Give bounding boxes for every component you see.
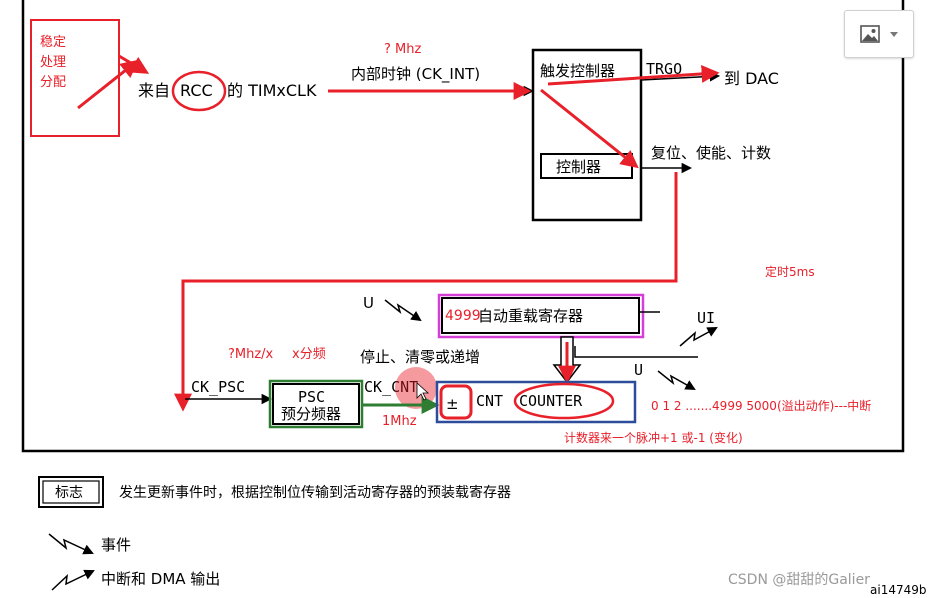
legend-interrupt-icon — [51, 569, 95, 591]
doc-id-label: ai14749b — [870, 583, 926, 597]
timer-5ms-label: 定时5ms — [765, 264, 815, 279]
counter-circle — [513, 382, 615, 420]
psc-label: PSC — [298, 388, 325, 406]
stop-clear-label: 停止、清零或递增 — [360, 348, 480, 366]
from-rcc-text-1: 来自 — [138, 81, 170, 100]
legend-flag-label: 标志 — [55, 485, 83, 501]
trigger-to-controller-arrow — [540, 88, 639, 169]
interrupt-icon-1 — [679, 326, 718, 347]
u-event-label-1: U — [363, 294, 374, 312]
rcc-circle — [171, 70, 227, 112]
legend-flag-inner — [42, 480, 100, 504]
psc-box — [272, 383, 360, 425]
controller-label: 控制器 — [556, 158, 601, 176]
cursor-highlight — [395, 367, 437, 409]
auto-reload-box — [441, 297, 640, 334]
counter-outer — [435, 380, 637, 424]
trigger-controller-label: 触发控制器 — [540, 62, 615, 80]
rcc-label: RCC — [180, 81, 213, 100]
prescaler-label: 预分频器 — [281, 405, 341, 423]
legend-flag-desc: 发生更新事件时，根据控制位传输到活动寄存器的预装载寄存器 — [119, 484, 511, 501]
legend-flag-box — [38, 476, 104, 508]
legend-event-label: 事件 — [101, 536, 131, 554]
image-toolbar[interactable] — [844, 10, 914, 58]
legend-event-icon — [48, 533, 94, 555]
counter-pulse-label: 计数器来一个脉冲+1 或-1 (变化) — [564, 430, 743, 445]
trgo-label: TRGO — [646, 60, 682, 78]
chevron-down-icon[interactable] — [890, 31, 898, 37]
u-event-label-2: U — [634, 361, 643, 379]
cursor-pointer-icon — [416, 382, 430, 401]
csdn-watermark: CSDN @甜甜的Galier — [728, 572, 870, 588]
stabilize-line-2: 处理 — [40, 55, 66, 70]
trgo-red-arrow — [547, 64, 720, 86]
diagram-frame — [21, 0, 905, 453]
auto-reload-outer — [437, 293, 645, 339]
x-div-label: x分频 — [292, 347, 326, 362]
controller-box — [540, 153, 633, 179]
plus-minus-label: ± — [446, 395, 459, 413]
stabilize-box — [30, 19, 120, 137]
counter-sequence-label: 0 1 2 .......4999 5000(溢出动作)---中断 — [651, 398, 871, 413]
mhz1-label: 1Mhz — [382, 414, 417, 429]
ui-signal-line — [574, 346, 698, 358]
arr-value: 4999 — [445, 308, 481, 324]
counter-label: COUNTER — [519, 392, 583, 410]
ui-label: UI — [697, 309, 715, 327]
stabilize-line-3: 分配 — [40, 75, 66, 90]
mhz-x-label: ?Mhz/x — [228, 347, 274, 362]
red-route-arrow — [174, 172, 678, 412]
stabilize-line-1: 稳定 — [40, 34, 66, 50]
cnt-label: CNT — [476, 392, 503, 410]
image-icon[interactable] — [860, 25, 880, 43]
ck-psc-label: CK_PSC — [191, 378, 245, 396]
legend-interrupt-label: 中断和 DMA 输出 — [101, 570, 220, 588]
ck-cnt-label: CK_CNT — [364, 378, 418, 396]
plus-minus-box — [439, 384, 473, 420]
from-rcc-text-2: 的 TIMxCLK — [227, 81, 317, 100]
event-icon-2 — [657, 370, 696, 391]
auto-reload-label: 自动重载寄存器 — [478, 307, 583, 325]
reset-enable-count-label: 复位、使能、计数 — [651, 144, 771, 162]
stabilize-arrow-2 — [77, 59, 139, 110]
event-icon-1 — [384, 299, 422, 322]
ck-int-label: 内部时钟 (CK_INT) — [351, 65, 480, 84]
to-dac-label: 到 DAC — [724, 69, 779, 88]
q-mhz-label: ? Mhz — [384, 42, 421, 57]
